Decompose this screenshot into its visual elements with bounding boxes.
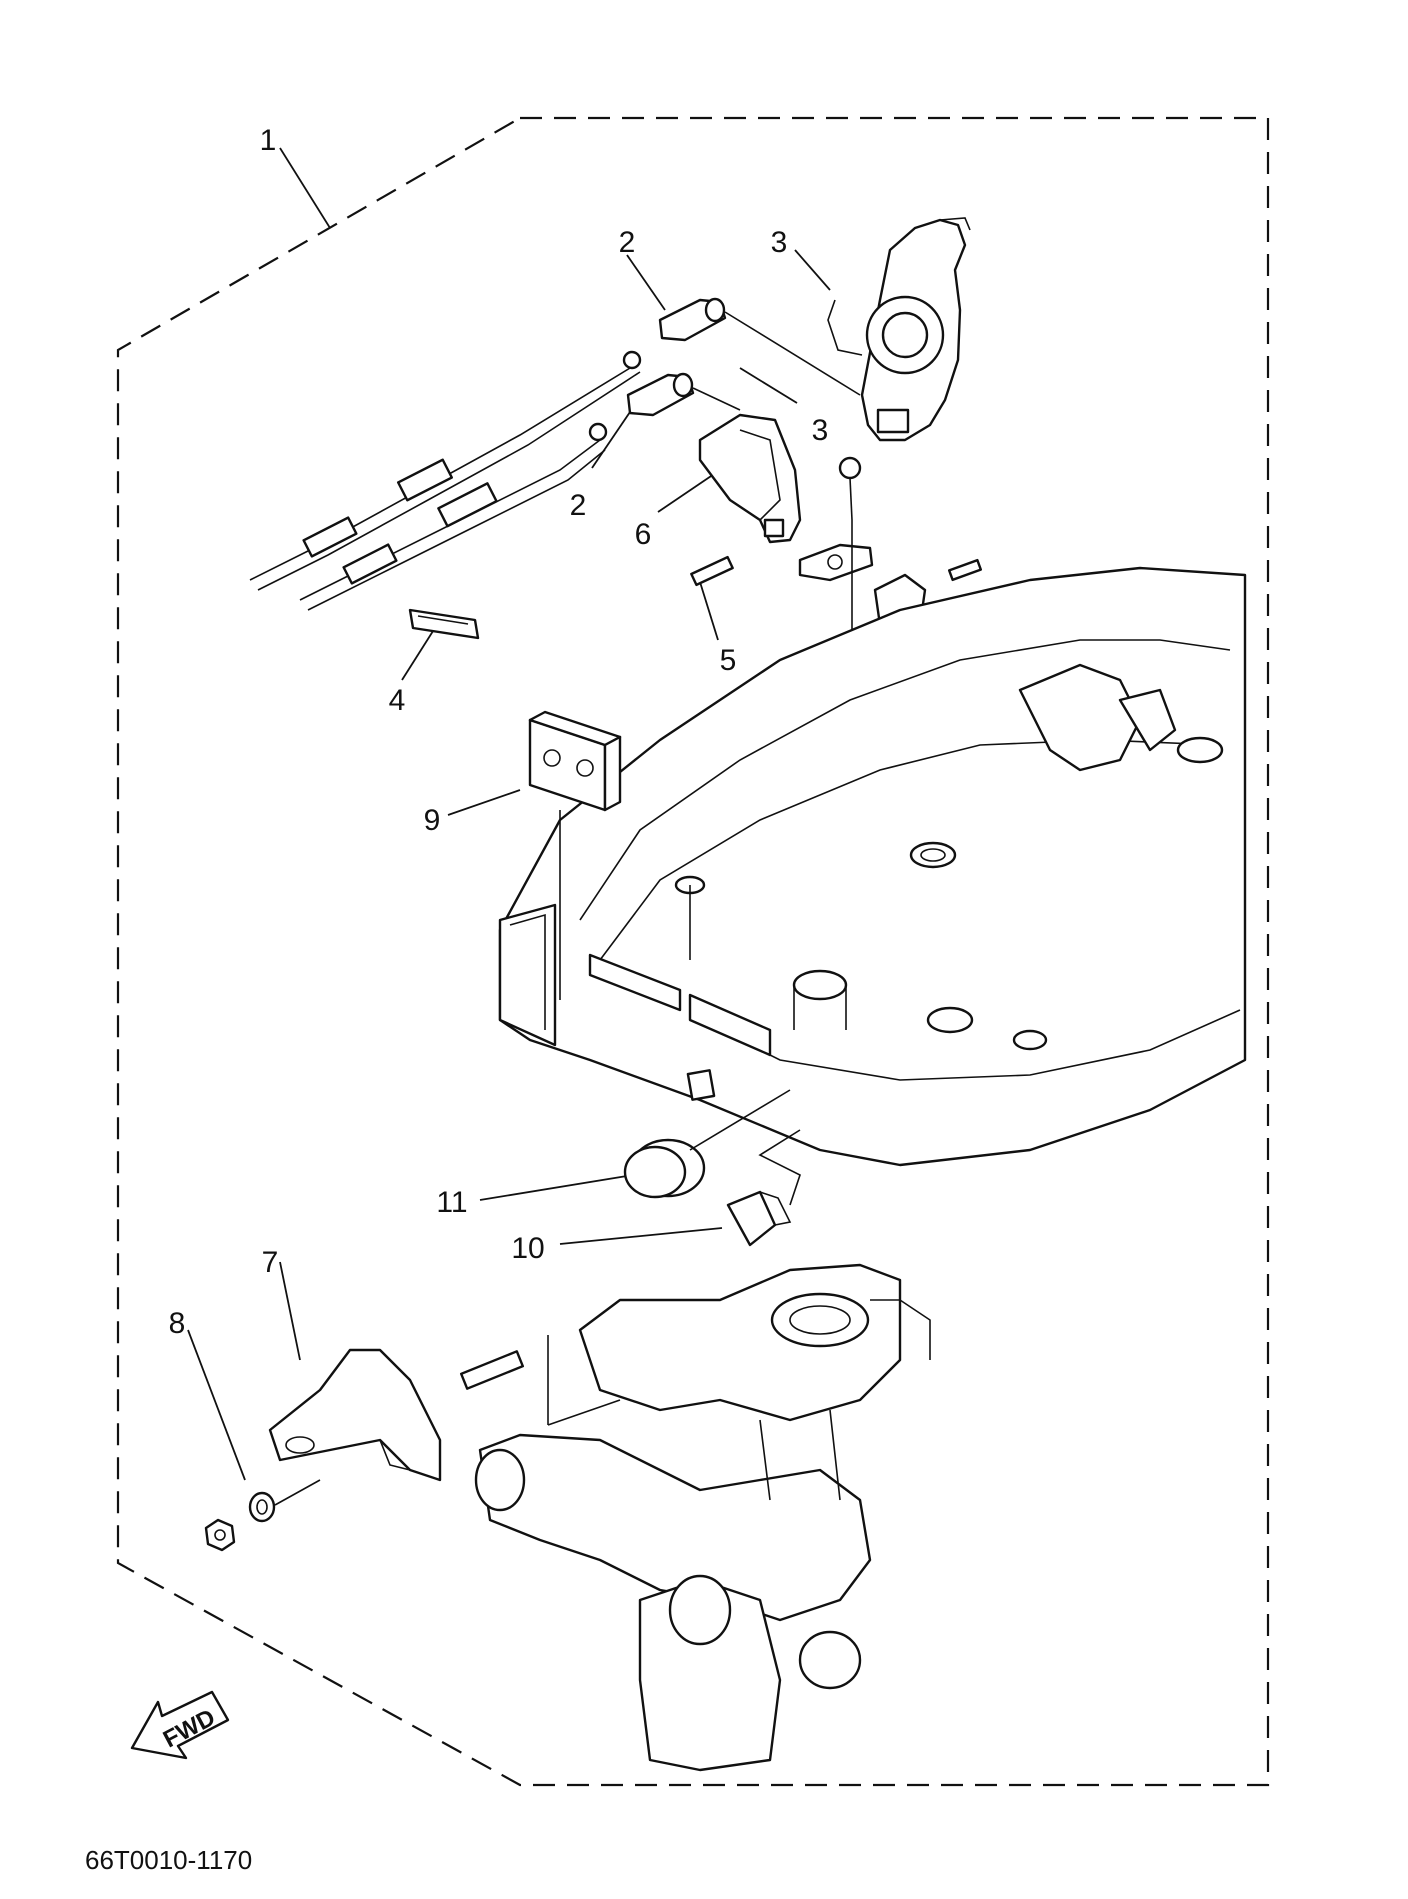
drawing-code: 66T0010-1170 — [85, 1845, 252, 1875]
stud-bolt-part — [274, 1335, 621, 1506]
callout-3-upper: 3 — [771, 226, 788, 259]
callout-2-upper: 2 — [619, 226, 636, 259]
control-bracket-part — [827, 217, 971, 442]
callout-labels: 1 2 3 3 2 6 5 4 9 11 10 7 8 — [169, 124, 829, 1340]
washer-part — [248, 1491, 276, 1523]
callout-8: 8 — [169, 1307, 186, 1340]
callout-9: 9 — [424, 804, 441, 837]
triangular-grommet-part — [726, 1129, 801, 1247]
steering-bracket — [474, 1263, 931, 1772]
fwd-arrow-icon: FWD — [130, 1690, 230, 1760]
callout-1: 1 — [260, 124, 277, 157]
cable-joint-lower — [626, 372, 695, 417]
cable-joint-upper — [658, 297, 727, 342]
callout-5: 5 — [720, 644, 737, 677]
nut-part — [204, 1518, 236, 1552]
callout-10: 10 — [511, 1232, 544, 1265]
remote-control-cables — [249, 350, 642, 611]
cable-holder-part — [698, 413, 802, 544]
label-plate-part — [408, 608, 480, 640]
plug-part — [623, 1089, 791, 1199]
callout-2-lower: 2 — [570, 489, 587, 522]
cable-grommet-part — [528, 710, 622, 1000]
callout-11: 11 — [436, 1186, 467, 1219]
callout-3-lower: 3 — [812, 414, 829, 447]
bottom-cowling — [498, 566, 1247, 1167]
bracket-plate-part — [268, 1348, 442, 1482]
callout-6: 6 — [635, 518, 652, 551]
callout-7: 7 — [262, 1246, 279, 1279]
callout-4: 4 — [389, 684, 406, 717]
callout-leaders — [187, 147, 831, 1481]
pin-part — [690, 555, 734, 587]
linkage-lines — [692, 311, 861, 411]
assembly-boundary — [116, 116, 1270, 1787]
